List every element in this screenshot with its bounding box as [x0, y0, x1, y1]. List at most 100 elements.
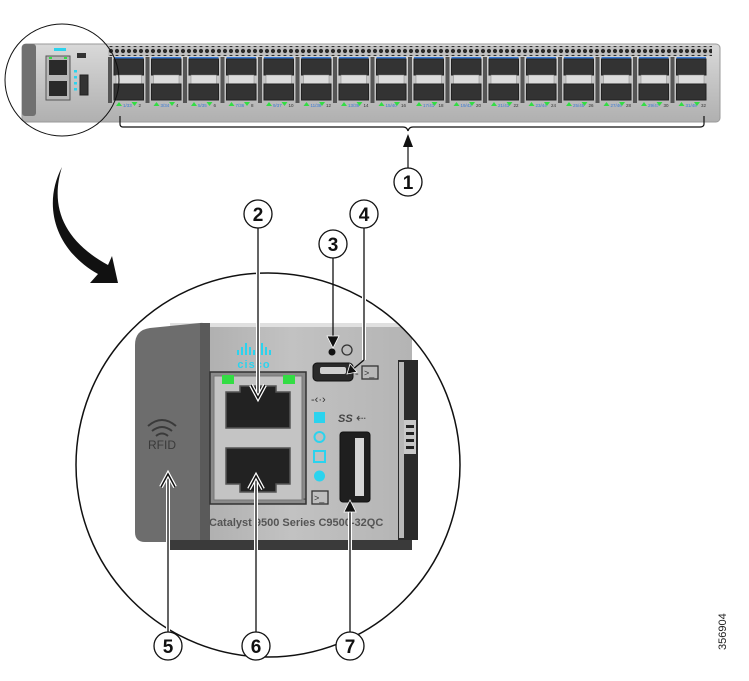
qsfp-port-bottom[interactable] — [676, 83, 707, 101]
qsfp-port-bottom[interactable] — [113, 83, 144, 101]
callout-1: 1 — [393, 167, 423, 197]
port-led-down — [581, 102, 588, 106]
qsfp-port-top[interactable] — [563, 58, 594, 76]
qsfp-port-top[interactable] — [188, 58, 219, 76]
qsfp-port-bottom[interactable] — [226, 83, 257, 101]
callout-6-arrowhead — [248, 474, 264, 490]
mini-usb-terminal-icon — [361, 365, 379, 380]
qsfp-port-bottom[interactable] — [638, 83, 669, 101]
port-separator — [333, 57, 337, 103]
port-led-down — [544, 102, 550, 106]
qsfp-port-top[interactable] — [451, 58, 482, 76]
console-dash: - — [303, 493, 307, 505]
port-latch — [453, 74, 480, 85]
callout-leaders — [159, 227, 366, 634]
callout-4-arrowhead — [346, 363, 358, 375]
port-led-down — [131, 102, 138, 106]
qsfp-port-top[interactable] — [338, 58, 369, 76]
callout-3-number: 3 — [328, 235, 339, 256]
qsfp-port-bottom[interactable] — [526, 83, 557, 101]
port-label-odd: 23/44 — [536, 103, 548, 108]
port-latch — [565, 74, 592, 85]
port-led-down — [469, 102, 475, 106]
qsfp-port-top[interactable] — [151, 58, 182, 76]
qsfp-port-top[interactable] — [601, 58, 632, 76]
port-blue-strip — [339, 57, 369, 59]
port-led-up — [378, 102, 385, 106]
qsfp-port-top[interactable] — [376, 58, 407, 76]
qsfp-port-top[interactable] — [263, 58, 294, 76]
port-separator — [258, 57, 262, 103]
status-led-small-2 — [74, 76, 77, 79]
port-led-down — [694, 102, 700, 106]
qsfp-port-bottom[interactable] — [601, 83, 632, 101]
management-port[interactable] — [225, 385, 291, 429]
callout-3: 3 — [318, 229, 348, 259]
port-separator — [108, 57, 112, 103]
zoom-arrow-icon — [52, 167, 119, 283]
rj45-console-port[interactable] — [225, 447, 291, 493]
qsfp-port-bottom[interactable] — [188, 83, 219, 101]
qsfp-port-top[interactable] — [526, 58, 557, 76]
led-small-right — [64, 57, 67, 59]
qsfp-port-bottom[interactable] — [563, 83, 594, 101]
port-label-odd: 17/41 — [423, 103, 435, 108]
qsfp-port-bottom[interactable] — [338, 83, 369, 101]
qsfp-port-bottom[interactable] — [376, 83, 407, 101]
port-separator — [670, 57, 675, 103]
port-label-even: 20 — [476, 103, 482, 108]
qsfp-port-bottom[interactable] — [263, 83, 294, 101]
qsfp-port-bottom[interactable] — [413, 83, 444, 101]
qsfp-port-bottom[interactable] — [488, 83, 519, 101]
callout-2-arrowhead — [250, 384, 266, 400]
port-separator — [520, 57, 525, 103]
mgmt-link-led — [222, 375, 234, 384]
port-blue-strip — [376, 57, 406, 59]
qsfp-port-bottom[interactable] — [151, 83, 182, 101]
port-led-up — [266, 102, 272, 106]
port-led-down — [281, 102, 288, 106]
callout-5-circle — [153, 631, 183, 661]
status-led-beacon — [313, 431, 326, 443]
qsfp-port-top[interactable] — [488, 58, 519, 76]
port-latch — [528, 74, 555, 85]
status-led-small-4 — [74, 88, 77, 91]
port-latch — [265, 74, 292, 85]
port-label-even: 2 — [139, 103, 142, 108]
port-blue-strip — [301, 57, 331, 59]
port-led-up — [491, 102, 497, 106]
reset-icon — [341, 344, 353, 356]
detail-view: RFID cisco -‹·› - >_ — [76, 273, 460, 657]
usb-port-small — [79, 74, 89, 96]
reset-button[interactable] — [328, 348, 336, 356]
port-label-odd: 27/46 — [611, 103, 623, 108]
callout-7-arrowhead — [343, 499, 357, 513]
port-latch — [490, 74, 517, 85]
port-separator — [445, 57, 450, 103]
port-led-up — [641, 102, 647, 106]
port-separator — [295, 57, 300, 103]
qsfp-port-top[interactable] — [676, 58, 707, 76]
qsfp-port-top[interactable] — [226, 58, 257, 76]
qsfp-port-top[interactable] — [638, 58, 669, 76]
qsfp-port-top[interactable] — [301, 58, 332, 76]
port-led-down — [394, 102, 400, 106]
callout-5: 5 — [153, 631, 183, 661]
qsfp-port-bottom[interactable] — [301, 83, 332, 101]
vent-grille — [108, 46, 712, 56]
callout-6-circle — [241, 631, 271, 661]
port-led-up — [678, 102, 685, 106]
port-blue-strip — [639, 57, 669, 59]
rfid-cover — [135, 322, 210, 542]
port-latch — [153, 74, 180, 85]
detail-circle-outline — [75, 272, 461, 658]
qsfp-port-top[interactable] — [413, 58, 444, 76]
port-label-odd: 3/34 — [161, 103, 170, 108]
port-separator — [483, 57, 487, 103]
qsfp-port-bottom[interactable] — [451, 83, 482, 101]
rfid-label: RFID — [148, 438, 176, 452]
